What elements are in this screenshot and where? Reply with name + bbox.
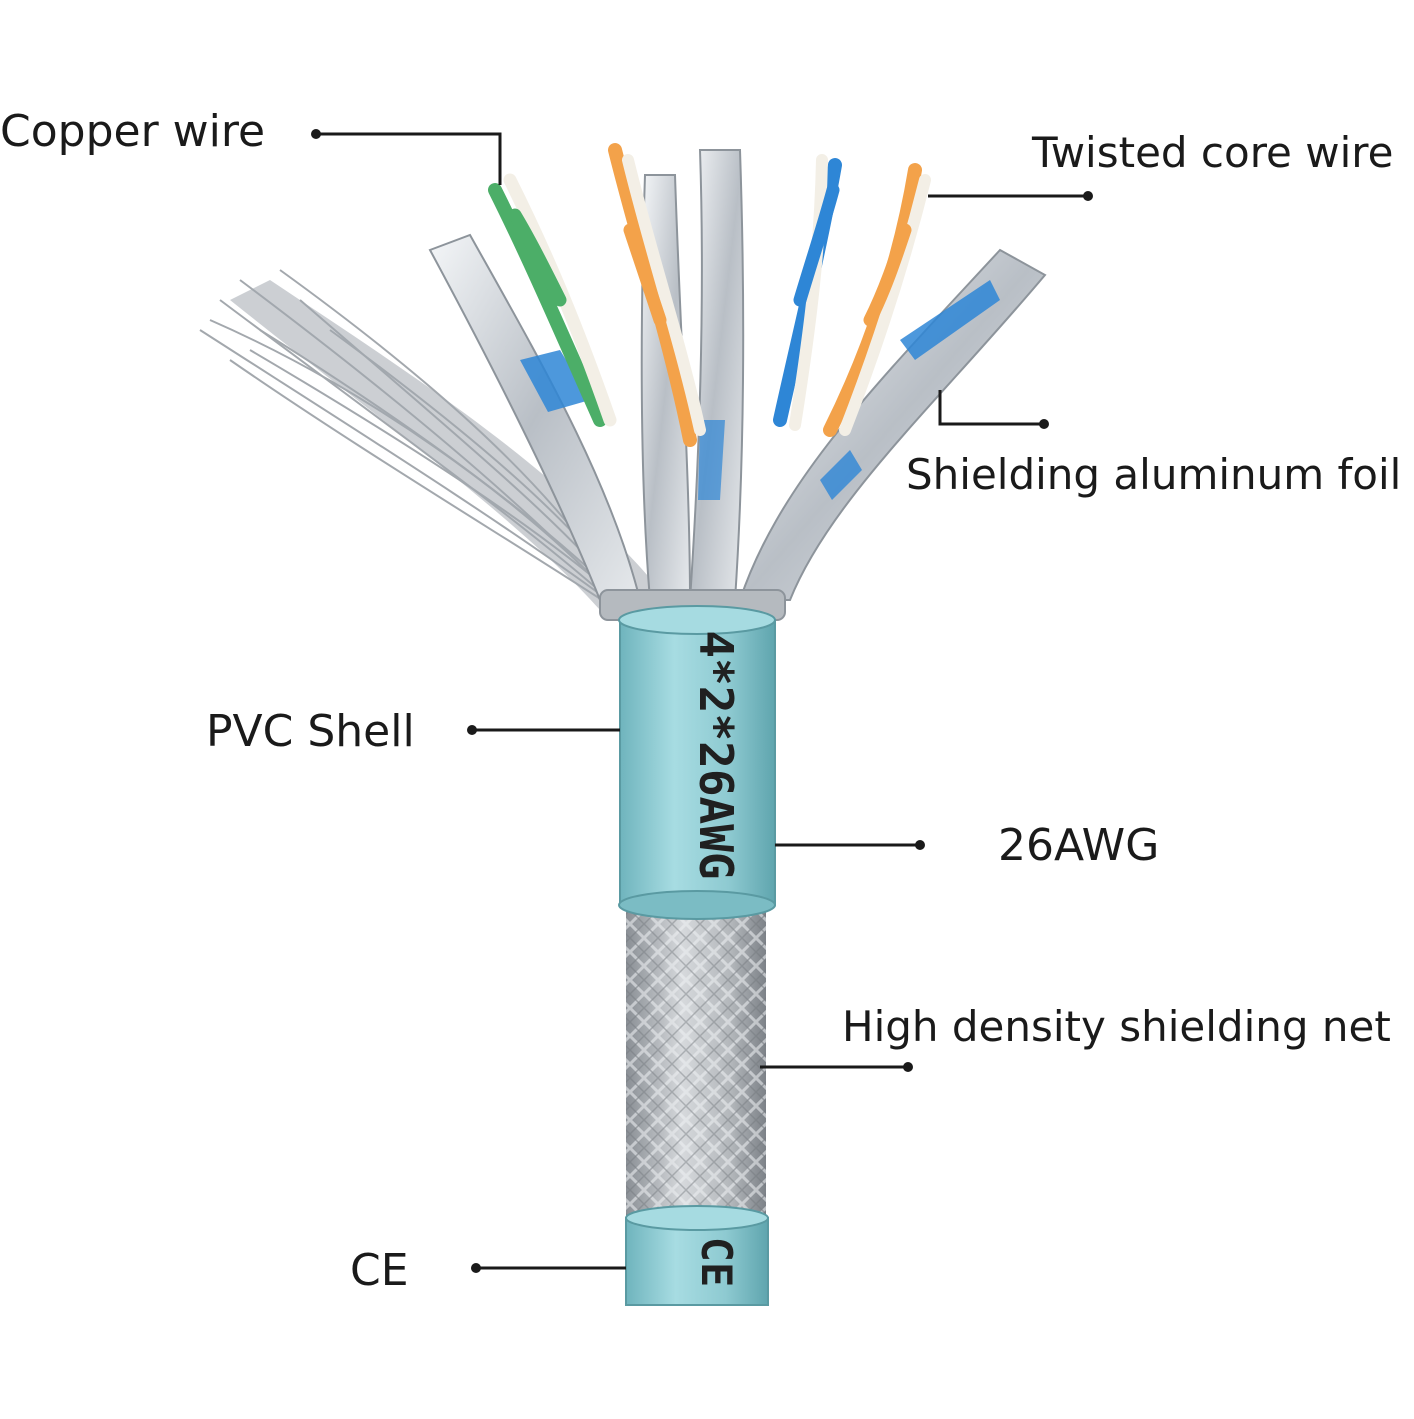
foil-pairs [428, 149, 1047, 601]
label-pvc-shell: PVC Shell [206, 706, 415, 757]
label-ce: CE [350, 1245, 409, 1296]
leader-shielding-foil [938, 390, 1044, 426]
braid-bundle [230, 280, 660, 610]
leader-dots [311, 129, 1093, 1273]
label-copper-wire: Copper wire [0, 106, 266, 157]
ce-jacket-segment: CE [625, 1205, 769, 1306]
leader-lines [316, 132, 1088, 1270]
label-26awg: 26AWG [998, 820, 1160, 871]
leader-copper-wire [316, 132, 502, 185]
core-wires [488, 143, 931, 447]
label-shielding-aluminum-foil: Shielding aluminum foil [906, 450, 1402, 499]
label-high-density-shielding-net: High density shielding net [842, 1002, 1391, 1051]
jacket-spec-print: 4*2*26AWG [689, 630, 743, 879]
pvc-shell-segment: 4*2*26AWG [618, 605, 776, 920]
jacket-ce-print: CE [692, 1237, 741, 1288]
label-twisted-core-wire: Twisted core wire [1032, 128, 1394, 177]
